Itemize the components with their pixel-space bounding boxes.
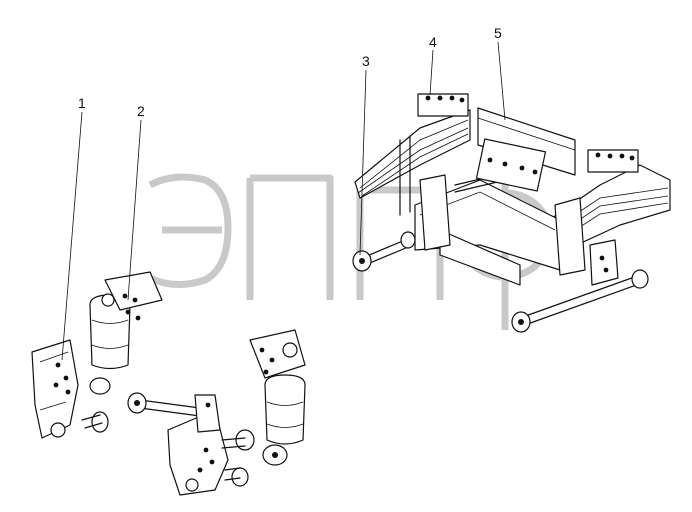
callout-5: 5	[494, 25, 502, 41]
callout-2: 2	[137, 103, 145, 119]
right-air-spring-assembly	[249, 329, 306, 466]
callout-3: 3	[362, 53, 370, 69]
left-bracket-assembly	[31, 271, 163, 439]
callout-leaders	[61, 41, 506, 361]
callout-4: 4	[429, 34, 437, 50]
callout-1: 1	[78, 95, 86, 111]
center-lower-assembly	[127, 392, 255, 496]
spring-pack-assembly	[352, 93, 671, 333]
